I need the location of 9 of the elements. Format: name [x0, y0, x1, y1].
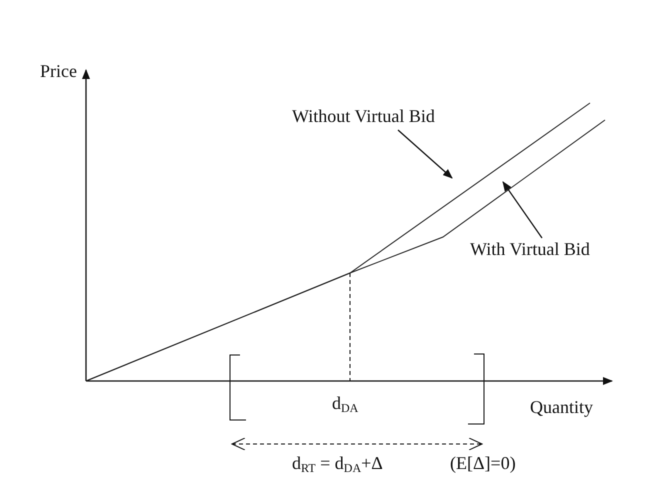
equation: (E[Δ]=0): [450, 454, 516, 474]
axis-label: Price: [40, 62, 77, 82]
curve-label: With Virtual Bid: [470, 240, 590, 260]
axis-label: Quantity: [530, 398, 593, 418]
leader-arrow: [398, 130, 453, 179]
leader-arrow: [502, 181, 542, 238]
curve-label: Without Virtual Bid: [292, 107, 435, 127]
equation: d$_{RT}$ = d$_{DA}$+Δ: [292, 454, 383, 474]
tick-label: d$_{DA}$: [332, 394, 358, 414]
